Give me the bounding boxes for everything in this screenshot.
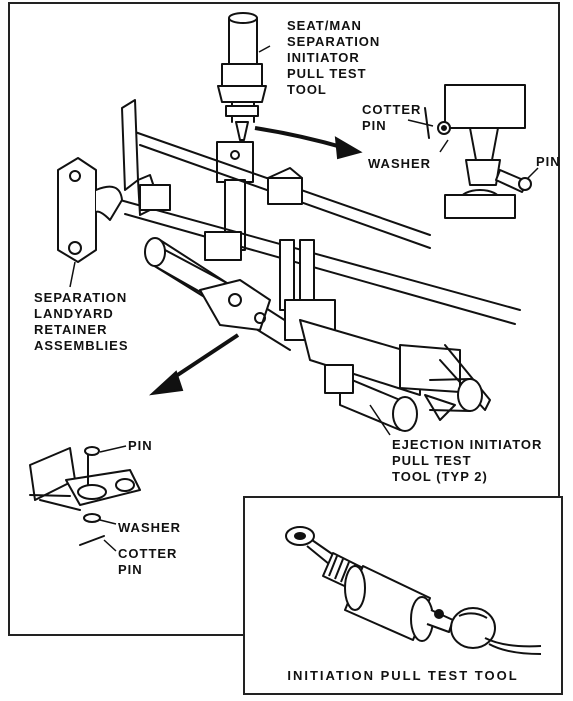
label-pin-top: PIN xyxy=(536,154,561,169)
label-line: TOOL (TYP 2) xyxy=(392,469,488,484)
inset-caption: INITIATION PULL TEST TOOL xyxy=(287,668,519,683)
label-line: COTTER xyxy=(362,102,422,117)
label-line: PULL TEST xyxy=(392,453,472,468)
label-pin-bottom: PIN xyxy=(128,438,153,453)
label-line: RETAINER xyxy=(34,322,108,337)
label-cotter-pin-top: COTTER PIN xyxy=(362,102,421,134)
ejection-tool xyxy=(324,364,456,432)
label-line: EJECTION INITIATOR xyxy=(392,437,543,452)
label-line: PIN xyxy=(118,562,143,577)
label-ejection-initiator: EJECTION INITIATOR PULL TEST TOOL (TYP 2… xyxy=(392,437,542,485)
label-cotter-pin-bottom: COTTER PIN xyxy=(118,546,177,578)
label-seat-man: SEAT/MAN SEPARATION INITIATOR PULL TEST … xyxy=(287,18,380,98)
label-washer-bottom: WASHER xyxy=(118,520,182,535)
label-line: LANDYARD xyxy=(34,306,114,321)
pull-test-tool-illustration xyxy=(285,526,542,655)
label-line: SEAT/MAN xyxy=(287,18,362,33)
upper-detail xyxy=(424,84,532,219)
label-line: ASSEMBLIES xyxy=(34,338,129,353)
label-line: SEPARATION xyxy=(34,290,128,305)
label-line: SEPARATION xyxy=(287,34,381,49)
label-line: TOOL xyxy=(287,82,327,97)
label-line: PIN xyxy=(362,118,387,133)
landyard-retainer xyxy=(57,157,123,263)
label-line: PULL TEST xyxy=(287,66,367,81)
seat-man-tool xyxy=(217,12,267,141)
inset-panel: INITIATION PULL TEST TOOL xyxy=(243,496,563,695)
label-line: INITIATOR xyxy=(287,50,360,65)
label-line: COTTER xyxy=(118,546,178,561)
lower-detail xyxy=(29,446,141,546)
label-separation-landyard: SEPARATION LANDYARD RETAINER ASSEMBLIES xyxy=(34,290,129,354)
label-washer-top: WASHER xyxy=(368,156,432,171)
